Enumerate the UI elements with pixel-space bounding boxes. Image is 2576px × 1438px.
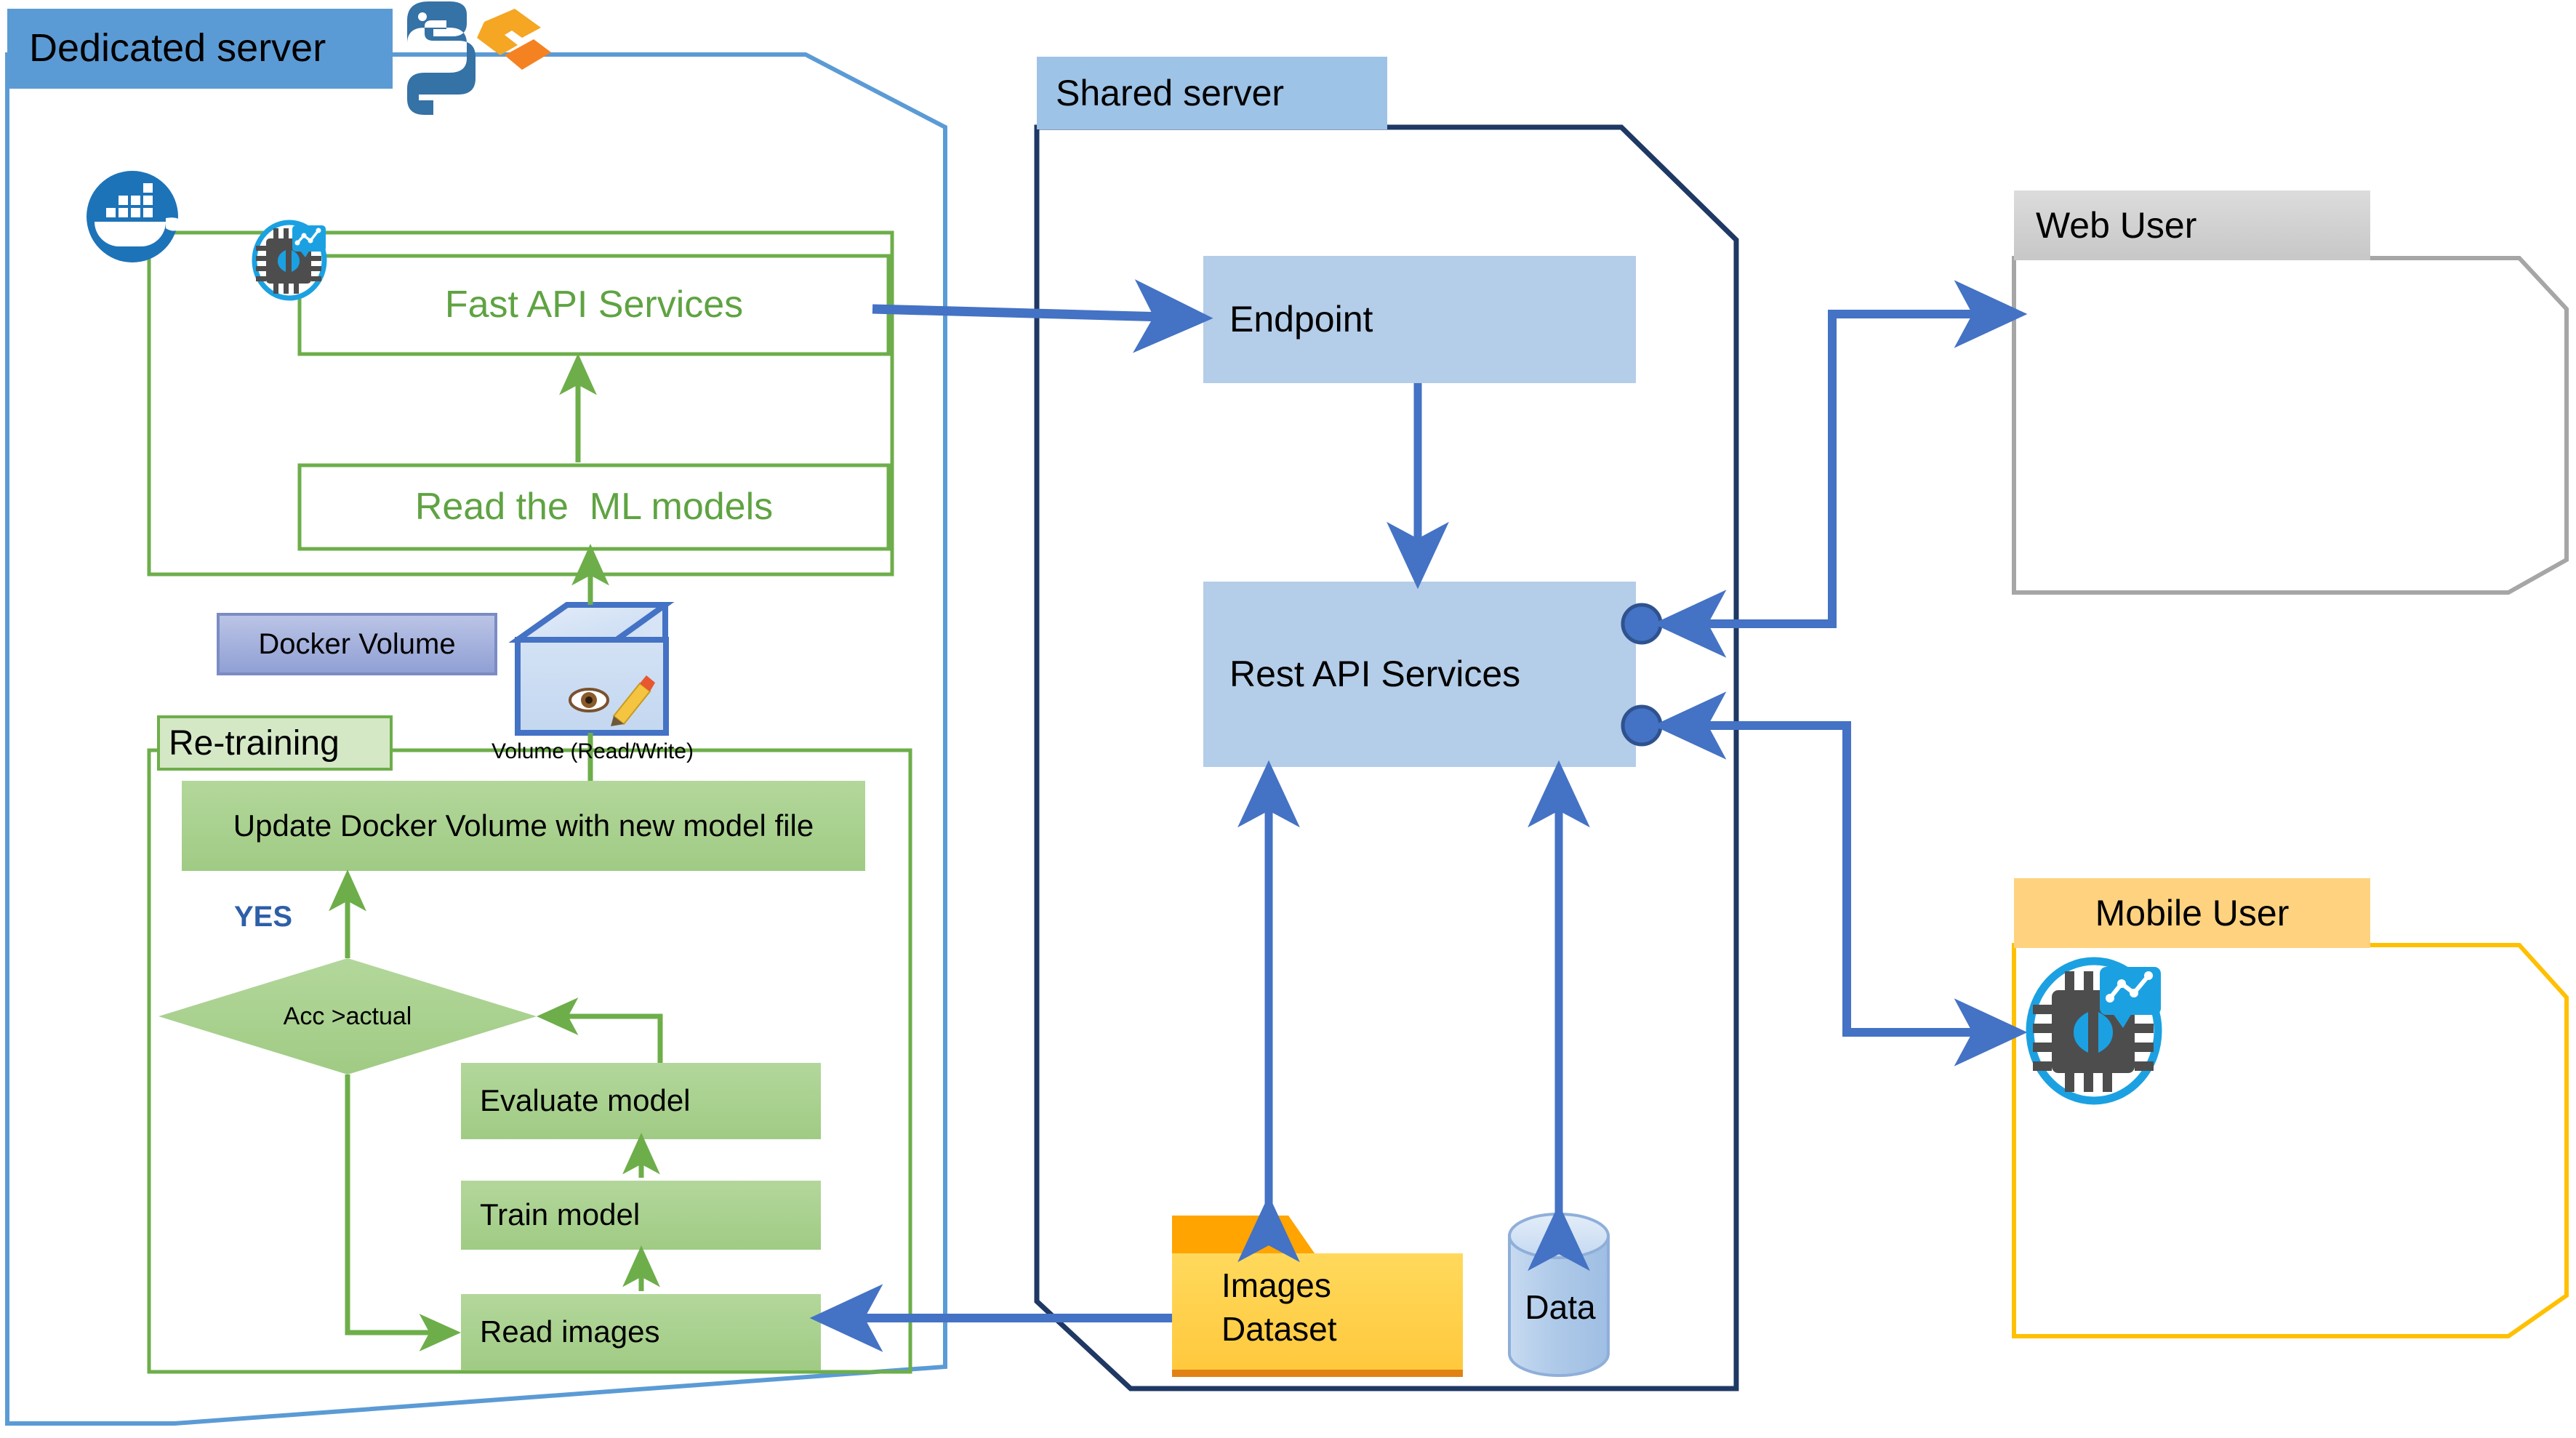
fast-api-services-box[interactable]	[297, 254, 891, 356]
data-store-label: Data	[1525, 1288, 1596, 1326]
decision-label: Acc >actual	[283, 1003, 412, 1031]
arrow-decision-no-to-readimages	[345, 1075, 462, 1351]
read-images-label: Read images	[480, 1314, 660, 1349]
endpoint-box[interactable]	[1203, 256, 1636, 383]
dedicated-server-header	[7, 9, 393, 89]
endpoint-label: Endpoint	[1229, 299, 1373, 340]
mobile-user-title: Mobile User	[2095, 892, 2290, 933]
dedicated-server-title: Dedicated server	[29, 25, 326, 70]
accuracy-decision-diamond[interactable]	[159, 958, 537, 1075]
shared-server-header	[1037, 57, 1387, 129]
mobile-user-header	[2014, 878, 2370, 948]
fast-api-services-label: Fast API Services	[444, 284, 744, 326]
web-user-container	[2012, 190, 2569, 595]
web-user-body	[2012, 256, 2569, 595]
pencil-icon	[611, 675, 655, 726]
mobile-user-container	[2012, 878, 2569, 1338]
docker-volume-label-box	[217, 613, 497, 675]
read-ml-models-label: Read the ML models	[414, 486, 774, 529]
arrow-fastapi-to-endpoint	[872, 279, 1213, 353]
ml-chip-icon-mobile	[2026, 957, 2162, 1105]
arrow-evaluate-to-decision	[536, 997, 663, 1063]
evaluate-model-box[interactable]	[461, 1063, 821, 1139]
volume-cube-icon	[508, 602, 675, 736]
train-model-box[interactable]	[461, 1181, 821, 1250]
eye-icon	[569, 688, 609, 712]
rest-api-services-box[interactable]	[1203, 582, 1636, 767]
docker-whale-icon	[87, 171, 185, 262]
read-images-box[interactable]	[461, 1294, 821, 1370]
volume-caption: Volume (Read/Write)	[491, 739, 694, 764]
update-docker-volume-label: Update Docker Volume with new model file	[233, 808, 814, 843]
images-dataset-label-line2: Dataset	[1221, 1310, 1337, 1348]
images-dataset-label-line1: Images	[1221, 1266, 1331, 1304]
ml-chip-icon-dedicated	[252, 220, 327, 301]
yes-label: YES	[234, 901, 293, 933]
docker-volume-label: Docker Volume	[258, 628, 456, 660]
python-logo-icon	[407, 1, 551, 115]
update-docker-volume-box[interactable]	[182, 781, 865, 871]
retraining-group-outline	[147, 748, 912, 1374]
train-model-label: Train model	[480, 1197, 641, 1232]
evaluate-model-label: Evaluate model	[480, 1083, 691, 1118]
retraining-title-tab	[157, 715, 393, 771]
read-ml-models-box[interactable]	[297, 463, 891, 551]
docker-group-outline	[147, 230, 894, 577]
shared-server-title: Shared server	[1056, 72, 1285, 113]
web-user-header	[2014, 190, 2370, 260]
web-user-title: Web User	[2036, 204, 2197, 246]
rest-api-services-label: Rest API Services	[1229, 654, 1521, 695]
retraining-title: Re-training	[169, 723, 340, 763]
